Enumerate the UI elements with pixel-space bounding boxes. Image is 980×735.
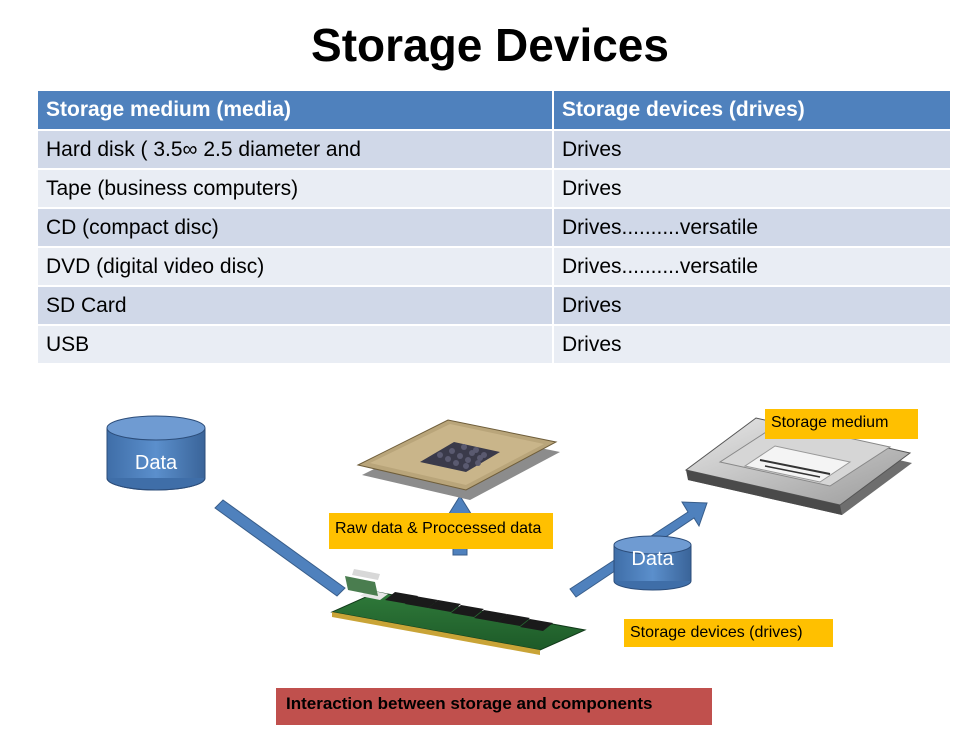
table-cell-device: Drives	[553, 168, 950, 208]
table-header-row: Storage medium (media) Storage devices (…	[38, 91, 950, 130]
header-storage-medium: Storage medium (media)	[38, 91, 554, 130]
data-left-label: Data	[134, 452, 178, 474]
table-row: CD (compact disc) Drives..........versat…	[38, 207, 950, 247]
table-cell-medium: SD Card	[38, 285, 554, 325]
table-row: DVD (digital video disc) Drives.........…	[38, 246, 950, 286]
table-cell-device: Drives..........versatile	[553, 246, 950, 286]
table-cell-medium: USB	[38, 324, 554, 363]
table-cell-device: Drives	[553, 324, 950, 363]
table-row: SD Card Drives	[38, 285, 950, 325]
table-row: Tape (business computers) Drives	[38, 168, 950, 208]
table-row: Hard disk ( 3.5∞ 2.5 diameter and Drives	[38, 129, 950, 169]
storage-medium-label: Storage medium	[765, 409, 918, 439]
connector-left	[214, 499, 346, 597]
data-right-label: Data	[631, 548, 674, 570]
storage-devices-label: Storage devices (drives)	[624, 619, 833, 647]
header-storage-devices: Storage devices (drives)	[553, 91, 950, 130]
table-cell-medium: DVD (digital video disc)	[38, 246, 554, 286]
table-row: USB Drives	[38, 324, 950, 363]
page-title: Storage Devices	[311, 19, 669, 71]
table-cell-device: Drives	[553, 285, 950, 325]
table-cell-device: Drives	[553, 129, 950, 169]
hard-drive-icon	[684, 417, 912, 515]
raw-data-label: Raw data & Proccessed data	[329, 513, 553, 549]
ram-module-icon	[330, 569, 587, 655]
interaction-label: Interaction between storage and componen…	[276, 688, 712, 725]
data-cylinder-icon	[106, 415, 206, 491]
cpu-chip-icon	[356, 419, 560, 500]
table-cell-medium: CD (compact disc)	[38, 207, 554, 247]
storage-table: Storage medium (media) Storage devices (…	[38, 91, 950, 363]
table-cell-medium: Hard disk ( 3.5∞ 2.5 diameter and	[38, 129, 554, 169]
table-cell-medium: Tape (business computers)	[38, 168, 554, 208]
table-cell-device: Drives..........versatile	[553, 207, 950, 247]
data-cylinder-icon	[613, 535, 692, 591]
